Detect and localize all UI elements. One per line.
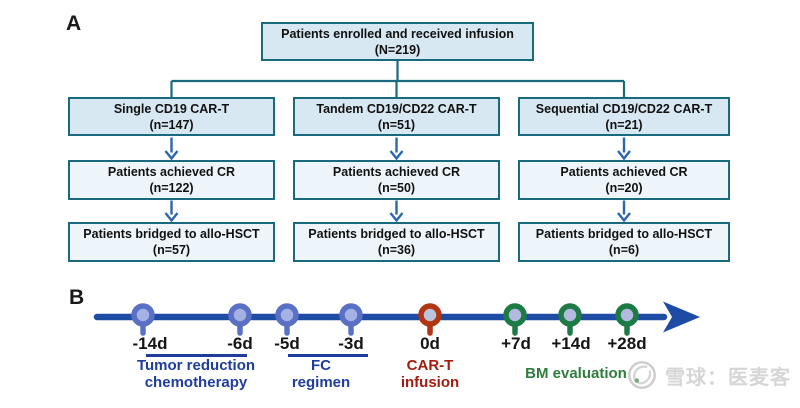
panel-a-label: A (66, 12, 82, 35)
flow-box-hsct-title: Patients bridged to allo-HSCT (535, 227, 713, 241)
timeline-pin-plus7d (503, 303, 527, 336)
flow-box-cr-count: (n=122) (149, 181, 194, 195)
flow-box-enrolled: Patients enrolled and received infusion … (261, 22, 534, 61)
timeline-pin-0d (418, 303, 442, 336)
phase-label-line1: FC (311, 357, 331, 374)
flow-box-cr-title: Patients achieved CR (107, 165, 236, 179)
timeline-tick-minus14d: -14d (132, 334, 168, 353)
flow-box-hsct-count: (n=6) (608, 243, 640, 257)
flow-box-cr-count: (n=20) (605, 181, 643, 195)
panel-b-label: B (69, 286, 85, 309)
flow-box-cr-sequential: Patients achieved CR (n=20) (518, 160, 730, 200)
flow-box-arm-title: Sequential CD19/CD22 CAR-T (535, 101, 713, 116)
timeline-tick-plus28d: +28d (607, 334, 647, 353)
flow-box-arm-sequential: Sequential CD19/CD22 CAR-T (n=21) (518, 97, 730, 136)
flow-box-hsct-title: Patients bridged to allo-HSCT (83, 227, 260, 241)
pin-head (131, 303, 155, 327)
flow-box-cr-single: Patients achieved CR (n=122) (68, 160, 275, 200)
flow-box-cr-title: Patients achieved CR (332, 165, 461, 179)
flow-box-arm-tandem: Tandem CD19/CD22 CAR-T (n=51) (293, 97, 500, 136)
timeline-pin-minus6d (228, 303, 252, 336)
timeline-tick-minus3d: -3d (338, 334, 364, 353)
flow-box-arm-count: (n=147) (149, 117, 194, 132)
timeline-pin-minus5d (275, 303, 299, 336)
timeline-tick-minus5d: -5d (274, 334, 300, 353)
phase-label-cart-infusion: CAR-T infusion (370, 357, 490, 391)
phase-label-bm-evaluation: BM evaluation (486, 365, 666, 383)
watermark-logo-icon (628, 361, 656, 389)
timeline-arrowhead-icon (663, 301, 700, 333)
timeline-pins (131, 303, 639, 336)
flow-box-hsct-sequential: Patients bridged to allo-HSCT (n=6) (518, 222, 730, 262)
arrow-down-icon (164, 200, 179, 223)
flow-box-arm-title: Single CD19 CAR-T (113, 101, 230, 116)
flow-box-cr-title: Patients achieved CR (560, 165, 688, 179)
phase-label-line1: BM evaluation (525, 365, 627, 382)
flow-box-hsct-title: Patients bridged to allo-HSCT (308, 227, 485, 241)
flow-box-arm-title: Tandem CD19/CD22 CAR-T (316, 101, 477, 116)
arrow-down-icon (617, 200, 631, 223)
watermark-text: 雪球：医麦客 (665, 366, 791, 389)
flow-box-enrolled-count: (N=219) (374, 42, 421, 57)
flow-box-arm-single: Single CD19 CAR-T (n=147) (68, 97, 275, 136)
pin-head (503, 303, 527, 327)
timeline-tick-plus14d: +14d (551, 334, 591, 353)
phase-label-tumor-reduction-chemotherapy: Tumor reduction chemotherapy (101, 357, 291, 391)
pin-head (228, 303, 252, 327)
pin-head (558, 303, 582, 327)
phase-label-line1: CAR-T (406, 357, 454, 374)
timeline-pin-plus28d (615, 303, 639, 336)
timeline-axis (93, 301, 700, 333)
pin-head (418, 303, 442, 327)
flowchart-connectors (170, 61, 626, 97)
phase-label-line2: regimen (291, 373, 351, 391)
flow-box-arm-count: (n=51) (377, 117, 416, 132)
watermark: 雪球：医麦客 (626, 359, 791, 391)
phase-label-line1: Tumor reduction (136, 357, 256, 374)
arrow-down-icon (617, 137, 631, 161)
phase-label-line2: infusion (400, 373, 460, 391)
arrow-down-icon (389, 137, 404, 161)
timeline-tick-0d: 0d (420, 334, 440, 353)
pin-head (275, 303, 299, 327)
timeline-tick-plus7d: +7d (501, 334, 531, 353)
flow-box-cr-count: (n=50) (377, 181, 416, 195)
arrow-down-icon (389, 200, 404, 223)
pin-head (615, 303, 639, 327)
phase-label-fc-regimen: FC regimen (261, 357, 381, 391)
pin-head (339, 303, 363, 327)
flow-box-hsct-single: Patients bridged to allo-HSCT (n=57) (68, 222, 275, 262)
flow-box-arm-count: (n=21) (605, 117, 643, 132)
flow-box-hsct-tandem: Patients bridged to allo-HSCT (n=36) (293, 222, 500, 262)
timeline-pin-minus14d (131, 303, 155, 336)
timeline-pin-plus14d (558, 303, 582, 336)
flow-box-cr-tandem: Patients achieved CR (n=50) (293, 160, 500, 200)
flow-box-hsct-count: (n=57) (152, 243, 191, 257)
timeline-pin-minus3d (339, 303, 363, 336)
flow-box-hsct-count: (n=36) (377, 243, 416, 257)
timeline-tick-minus6d: -6d (227, 334, 253, 353)
arrow-down-icon (164, 137, 179, 161)
phase-label-line2: chemotherapy (144, 373, 248, 391)
flow-box-enrolled-title: Patients enrolled and received infusion (281, 26, 514, 41)
